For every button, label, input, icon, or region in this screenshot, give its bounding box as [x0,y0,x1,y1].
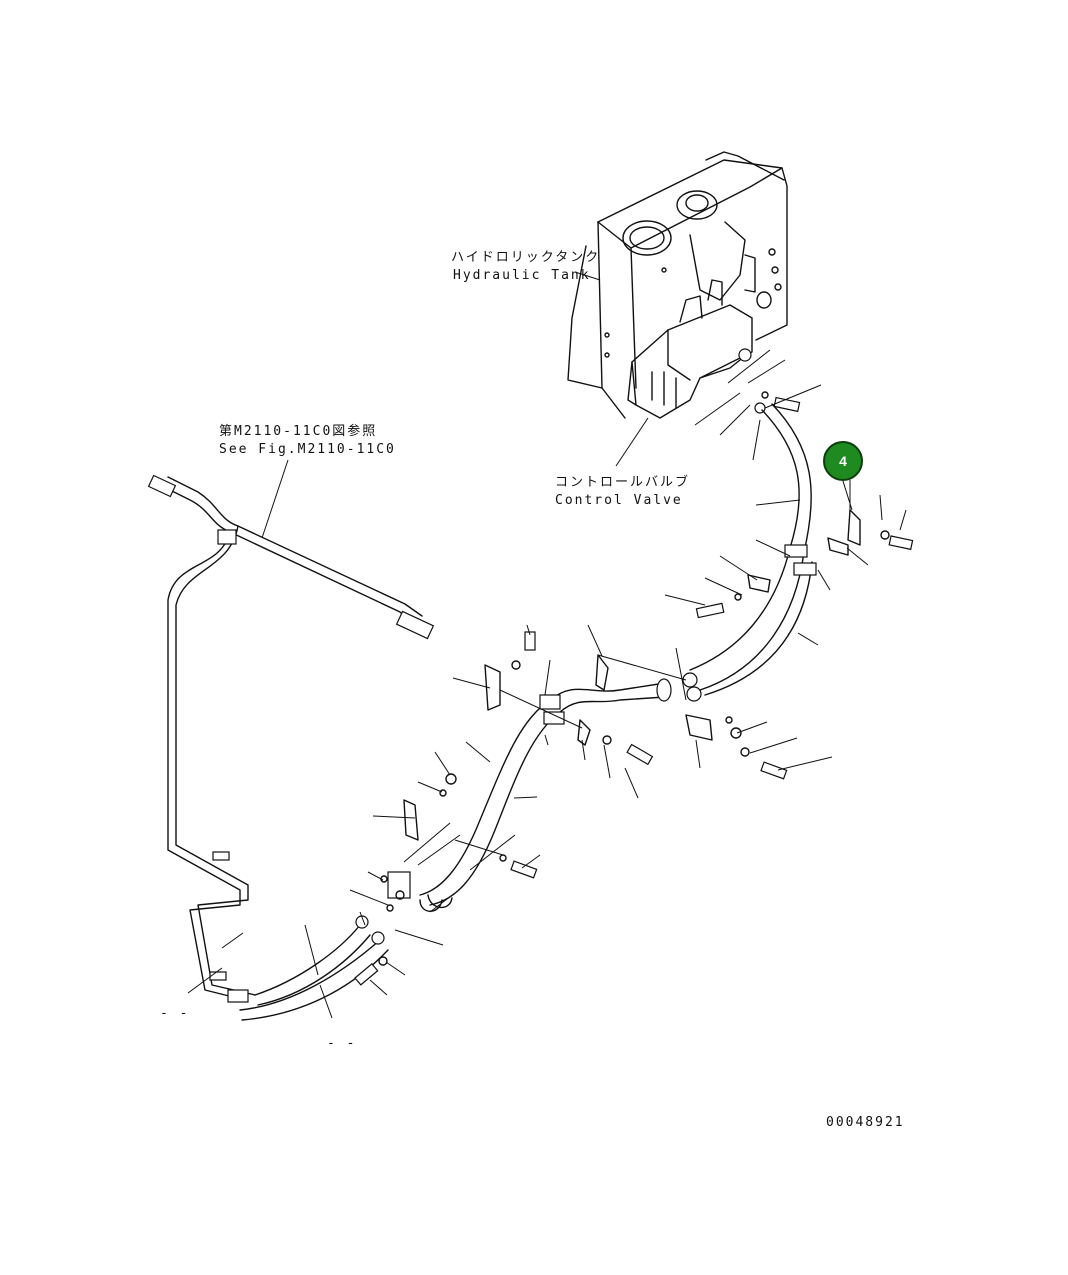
hydraulic-tank-label-jp: ハイドロリックタンク [451,250,601,265]
left-piping [147,474,435,1001]
hydraulic-tank-label-en: Hydraulic Tank [453,268,591,283]
see-fig-label-en: See Fig.M2110-11C0 [219,442,396,457]
center-pipe [387,678,672,906]
bottom-hoses [227,915,389,1021]
control-valve-label-en: Control Valve [555,493,683,508]
dash-label-center: - - [327,1036,357,1051]
right-hose-assembly [682,403,817,702]
control-valve-drawing [627,279,766,419]
dash-label-left: - - [160,1006,190,1021]
control-valve-label-jp: コントロールバルブ [555,475,691,490]
see-fig-label-jp: 第M2110-11C0図参照 [219,424,378,439]
part-callout-badge[interactable]: 4 [823,441,863,481]
drawing-number: 00048921 [826,1115,905,1130]
leader-lines [187,349,907,1019]
hydraulic-tank-drawing [567,151,788,419]
hardware [354,391,914,986]
